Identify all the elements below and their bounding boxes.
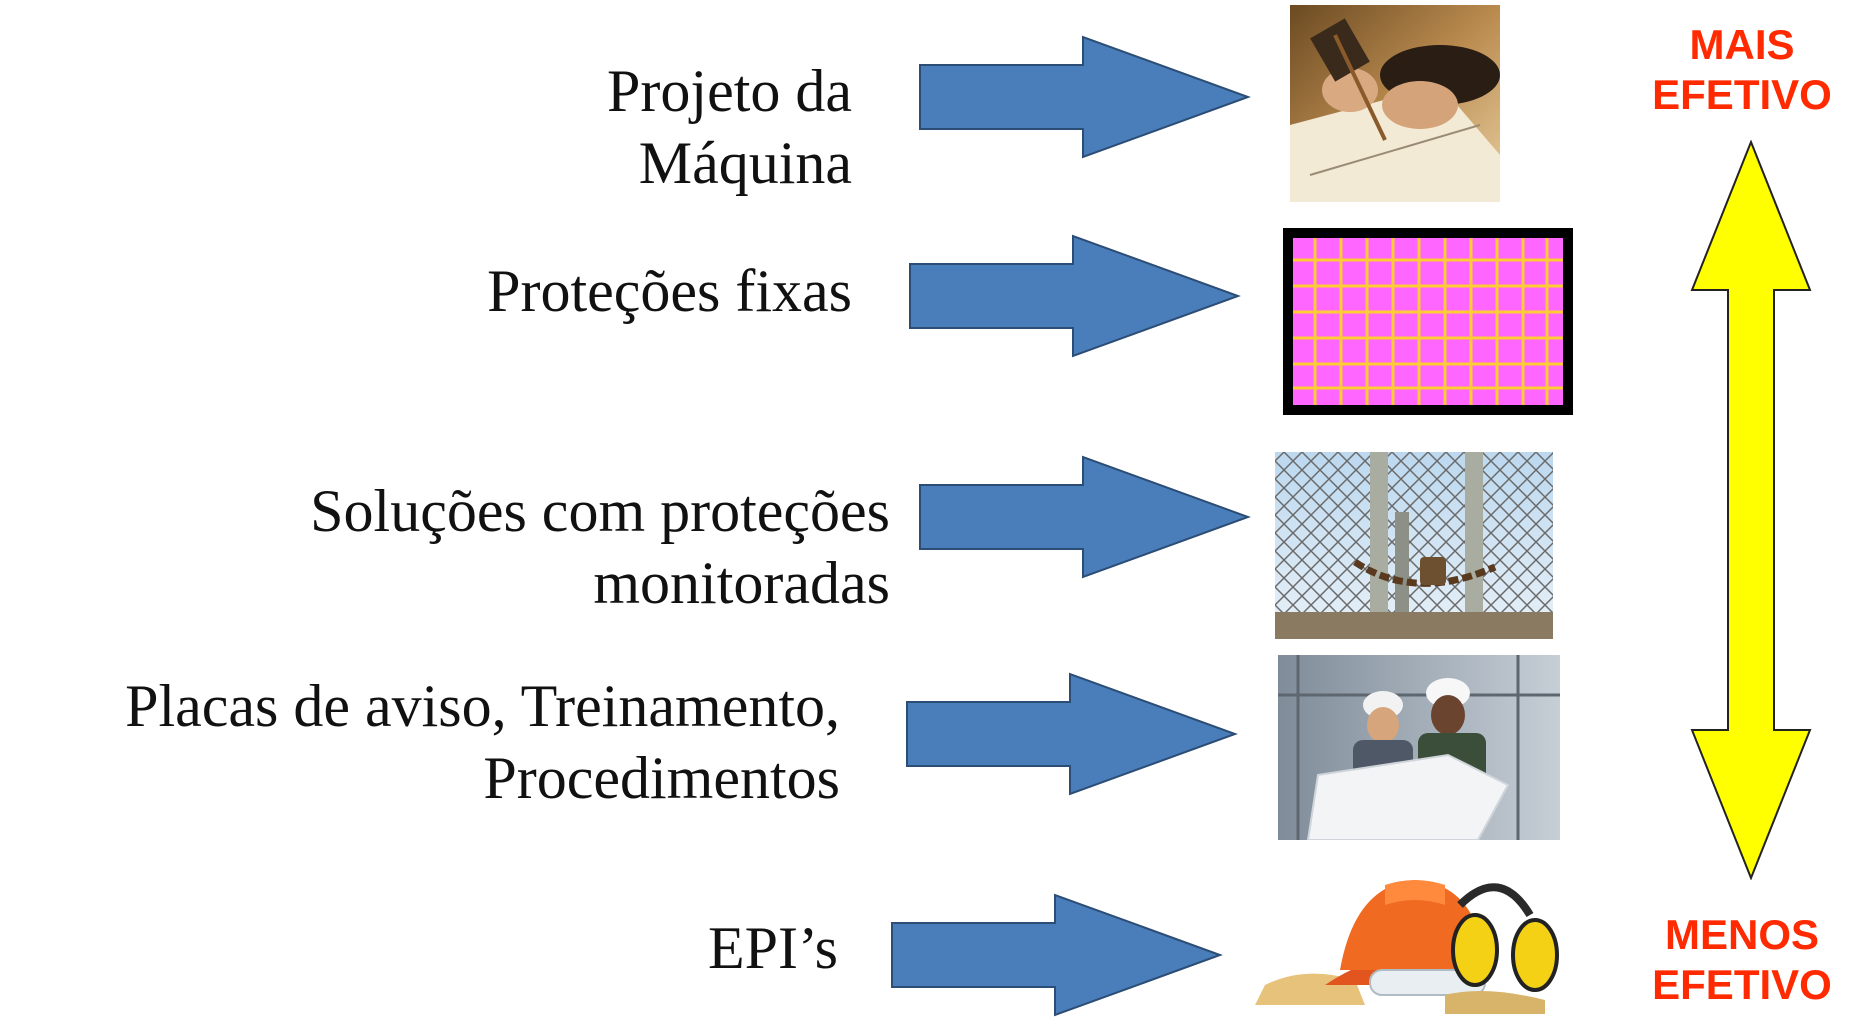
arrow-right-icon xyxy=(919,455,1251,579)
more-effective-label: MAIS EFETIVO xyxy=(1652,21,1832,118)
locked-fence-gate-photo xyxy=(1275,452,1553,639)
fixed-guard-grid-icon xyxy=(1283,228,1573,415)
less-effective-label: MENOS EFETIVO xyxy=(1652,911,1832,1008)
level-label-monitored-guards: Soluções com proteções monitoradas xyxy=(310,478,890,616)
arrow-right-icon xyxy=(906,672,1238,796)
level-label-fixed-guards: Proteções fixas xyxy=(487,258,852,324)
workers-with-blueprint-photo xyxy=(1278,655,1560,840)
level-label-ppe: EPI’s xyxy=(707,915,838,981)
arrow-right-icon xyxy=(919,35,1251,159)
level-label-signs-training: Placas de aviso, Treinamento, Procedimen… xyxy=(125,673,840,811)
double-headed-arrow-icon xyxy=(1690,140,1812,880)
level-label-machine-design: Projeto da Máquina xyxy=(607,58,852,196)
arrow-right-icon xyxy=(891,893,1223,1017)
drafting-hands-photo xyxy=(1290,5,1500,202)
helmet-earmuffs-gloves-photo xyxy=(1245,865,1565,1014)
arrow-right-icon xyxy=(909,234,1241,358)
